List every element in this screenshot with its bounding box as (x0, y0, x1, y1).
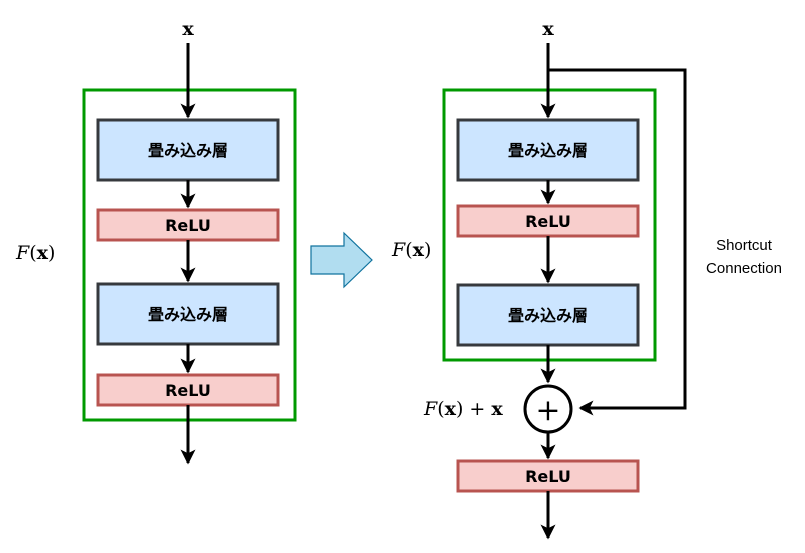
left-input-label: x (182, 18, 194, 40)
plain-block-diagram: x F(x) 畳み込み層 ReLU 畳み込み層 ReLU (15, 18, 297, 465)
shortcut-connection-line (548, 68, 687, 416)
left-relu-1 (96, 208, 280, 242)
transform-arrow-icon (310, 231, 373, 289)
right-conv-layer-2 (456, 283, 640, 347)
left-conv-layer-2-label: 畳み込み層 (148, 305, 228, 324)
right-block-label: F(x) (391, 239, 431, 261)
left-relu-2-label: ReLU (165, 381, 211, 400)
right-conv-layer-1 (456, 118, 640, 182)
right-conv-layer-1-label: 畳み込み層 (508, 141, 588, 160)
left-block-label: F(x) (15, 242, 55, 264)
right-relu-output (456, 459, 640, 493)
right-conv-layer-2-label: 畳み込み層 (508, 306, 588, 325)
shortcut-label-line1: Shortcut (716, 237, 773, 254)
sum-label: F(x) + x (423, 398, 503, 420)
left-conv-layer-1 (96, 118, 280, 182)
left-relu-1-label: ReLU (165, 216, 211, 235)
right-relu-output-label: ReLU (525, 467, 571, 486)
left-relu-2 (96, 373, 280, 407)
right-input-label: x (542, 18, 554, 40)
plus-icon: + (535, 393, 560, 428)
left-conv-layer-1-label: 畳み込み層 (148, 141, 228, 160)
left-conv-layer-2 (96, 282, 280, 346)
right-relu-1-label: ReLU (525, 212, 571, 231)
residual-block-diagram: x F(x) Shortcut Connection 畳み込み層 ReLU 畳み… (391, 18, 782, 540)
shortcut-label-line2: Connection (706, 260, 782, 277)
